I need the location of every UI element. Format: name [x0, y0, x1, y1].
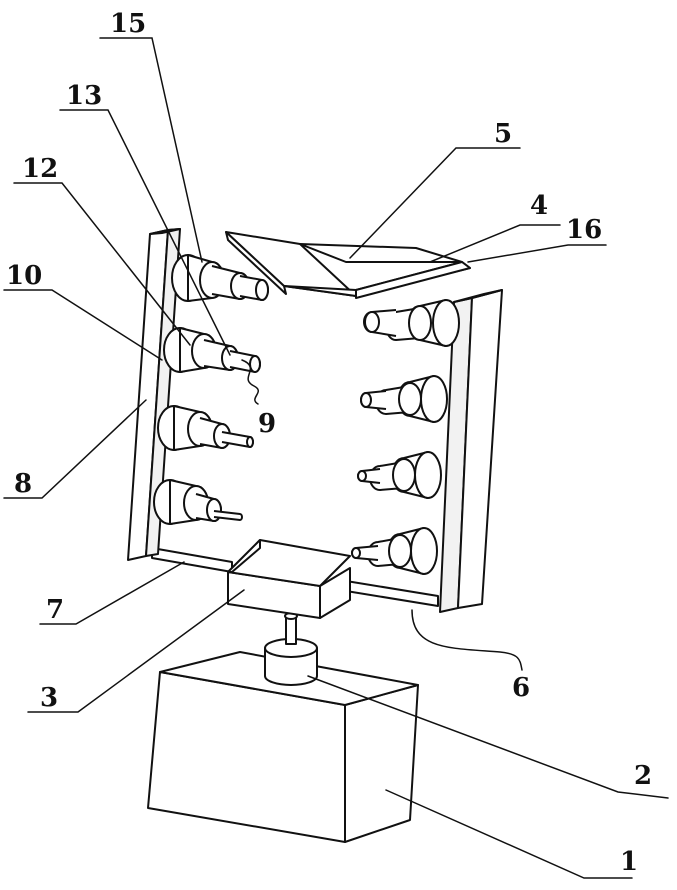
right-roller-3: [358, 452, 441, 498]
label-3: 3: [40, 683, 58, 713]
right-roller-4: [352, 528, 437, 574]
label-9: 9: [258, 409, 276, 439]
label-8: 8: [14, 469, 32, 499]
label-10: 10: [6, 261, 42, 291]
motor-cylinder: [265, 613, 317, 685]
left-roller-3: [158, 406, 253, 450]
left-rail: [152, 548, 232, 572]
label-13: 13: [66, 81, 102, 111]
label-15: 15: [110, 9, 146, 39]
right-roller-2: [361, 376, 447, 422]
label-5: 5: [494, 119, 512, 149]
label-1: 1: [620, 847, 638, 877]
label-6: 6: [512, 673, 530, 703]
right-rail: [340, 580, 438, 606]
left-roller-2: [164, 328, 260, 372]
central-block: [228, 540, 350, 618]
label-16: 16: [566, 215, 602, 245]
label-4: 4: [530, 191, 548, 221]
label-2: 2: [634, 761, 652, 791]
label-7: 7: [46, 595, 64, 625]
left-roller-4: [154, 480, 242, 524]
right-roller-1: [364, 300, 459, 346]
label-12: 12: [22, 154, 58, 184]
